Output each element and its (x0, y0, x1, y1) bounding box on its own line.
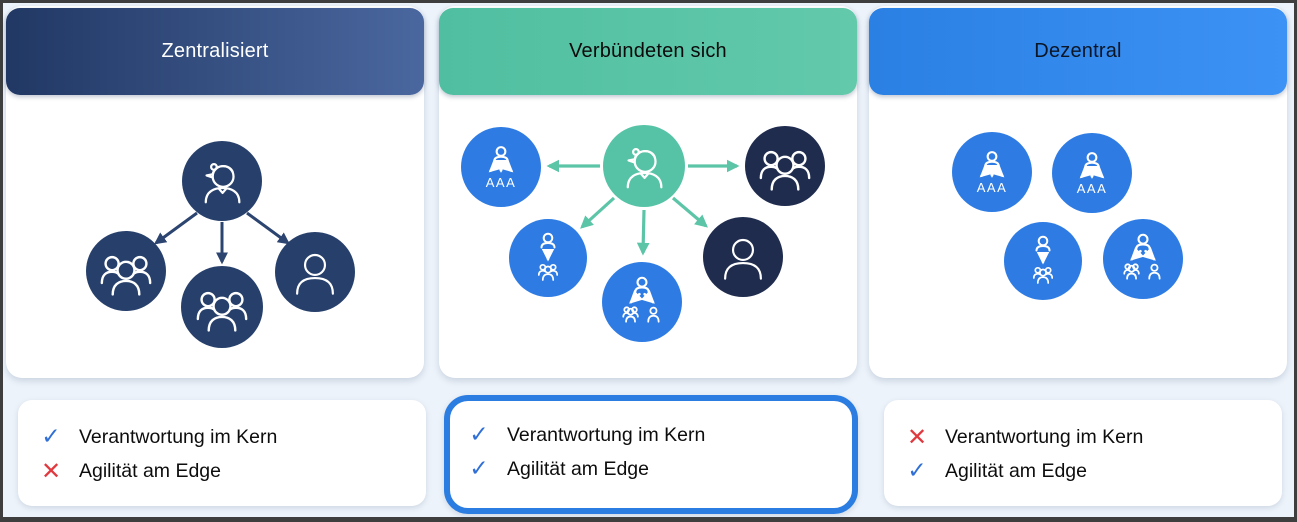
feature-label: Agilität am Edge (79, 459, 221, 482)
decentral-delegation-aaa-node-1: AAA (952, 132, 1032, 212)
verbuendeten-title: Verbündeten sich (569, 40, 727, 62)
check-icon: ✓ (469, 455, 489, 482)
central-team-node-left (86, 231, 166, 311)
zentralisiert-title: Zentralisiert (161, 40, 269, 62)
decentral-delegate-branch-node (1103, 219, 1183, 299)
person-branching-icon (622, 276, 660, 323)
federated-delegate-branch-node (602, 262, 682, 342)
dezentral-features-card: ✕ Verantwortung im Kern ✓ Agilität am Ed… (884, 400, 1282, 506)
person-branching-icon (1123, 233, 1161, 280)
cross-icon: ✕ (40, 457, 62, 485)
feature-label: Agilität am Edge (945, 459, 1087, 482)
leader-icon (204, 162, 241, 203)
federated-delegate-down-node (509, 219, 587, 297)
person-to-group-icon (1032, 235, 1054, 284)
central-leader-node (182, 141, 262, 221)
feature-label: Verantwortung im Kern (79, 425, 278, 448)
check-icon: ✓ (907, 457, 927, 484)
verbuendeten-features-card-highlighted: ✓ Verantwortung im Kern ✓ Agilität am Ed… (444, 395, 858, 514)
feature-label: Verantwortung im Kern (507, 423, 706, 446)
dezentral-header: Dezentral (869, 8, 1287, 95)
decentral-delegation-aaa-node-2: AAA (1052, 133, 1132, 213)
delegation-arrows-icon (1079, 151, 1105, 179)
aaa-label: AAA (485, 174, 517, 190)
delegation-arrows-icon (488, 145, 514, 173)
feature-label: Verantwortung im Kern (945, 425, 1144, 448)
leader-icon (626, 147, 663, 188)
feature-label: Agilität am Edge (507, 457, 649, 480)
zentralisiert-features-card: ✓ Verantwortung im Kern ✕ Agilität am Ed… (18, 400, 426, 506)
federated-team-node (745, 126, 825, 206)
feature-row: ✓ Verantwortung im Kern (466, 418, 852, 452)
verbuendeten-header: Verbündeten sich (439, 8, 857, 95)
feature-row: ✓ Agilität am Edge (904, 454, 1282, 488)
federated-leader-node (603, 125, 685, 207)
feature-row: ✕ Verantwortung im Kern (904, 420, 1282, 454)
team-icon (196, 291, 248, 332)
dezentral-title: Dezentral (1034, 40, 1122, 62)
federated-delegation-aaa-node: AAA (461, 127, 541, 207)
feature-row: ✓ Verantwortung im Kern (38, 420, 426, 454)
central-person-node (275, 232, 355, 312)
decentral-delegate-down-node (1004, 222, 1082, 300)
aaa-label: AAA (1076, 180, 1108, 196)
check-icon: ✓ (41, 423, 61, 450)
check-icon: ✓ (469, 421, 489, 448)
feature-row: ✓ Agilität am Edge (466, 452, 852, 486)
person-icon (296, 253, 334, 295)
person-to-group-icon (537, 232, 559, 281)
delegation-arrows-icon (979, 150, 1005, 178)
person-icon (724, 238, 762, 280)
feature-row: ✕ Agilität am Edge (38, 454, 426, 488)
central-team-node-middle (181, 266, 263, 348)
federated-person-node (703, 217, 783, 297)
zentralisiert-header: Zentralisiert (6, 8, 424, 95)
cross-icon: ✕ (906, 423, 928, 451)
team-icon (759, 150, 811, 191)
team-icon (100, 255, 152, 296)
aaa-label: AAA (976, 179, 1008, 195)
